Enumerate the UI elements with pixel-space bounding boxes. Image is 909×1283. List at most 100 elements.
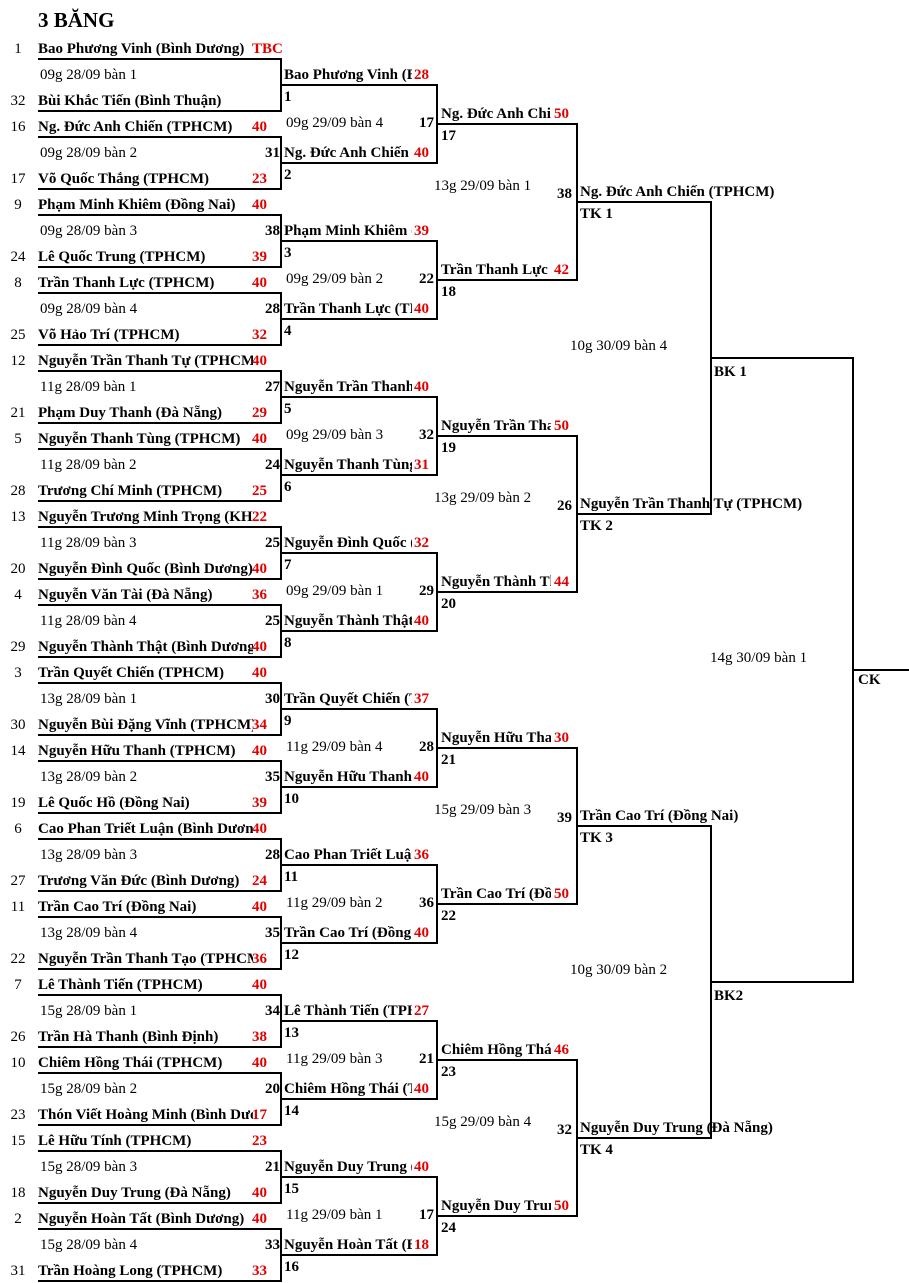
match-number: 36 — [419, 895, 434, 911]
page-title: 3 BĂNG — [38, 8, 115, 32]
player-name: Nguyễn Duy Trung (Đà Nẵng) — [580, 1120, 773, 1136]
bracket-line — [436, 1176, 438, 1256]
bracket-line — [280, 136, 282, 190]
player-score: 40 — [252, 1055, 267, 1071]
match-schedule: 09g 28/09 bàn 1 — [40, 67, 138, 83]
match-label: 3 — [284, 245, 292, 261]
match-label: 9 — [284, 713, 292, 729]
player-name: Nguyễn Duy Trung (Đà Nẵng) — [38, 1185, 231, 1201]
bracket-line — [38, 994, 282, 996]
player-name: Nguyễn Hoàn Tất (Bình Dương) — [284, 1237, 412, 1253]
match-schedule: 11g 28/09 bàn 4 — [40, 613, 137, 629]
bracket-line — [852, 669, 909, 671]
player-score: 40 — [252, 899, 267, 915]
player-score: 29 — [252, 405, 267, 421]
bracket-line — [436, 864, 438, 944]
match-label: 16 — [284, 1259, 299, 1275]
match-label: 12 — [284, 947, 299, 963]
seed-number: 6 — [14, 821, 22, 837]
player-score: 32 — [252, 327, 267, 343]
seed-number: 18 — [10, 1185, 26, 1201]
bracket-line — [438, 435, 578, 437]
bracket-line — [438, 1215, 578, 1217]
player-score: 40 — [414, 613, 429, 629]
match-label: BK 1 — [714, 364, 747, 380]
match-schedule: 15g 29/09 bàn 4 — [434, 1114, 532, 1130]
player-name: Ng. Đức Anh Chiến (TPHCM) — [441, 106, 551, 122]
seed-number: 24 — [10, 249, 26, 265]
seed-number: 21 — [10, 405, 26, 421]
bracket-line — [282, 1254, 438, 1256]
match-number: 28 — [265, 847, 280, 863]
bracket-line — [38, 136, 282, 138]
player-score: 40 — [252, 197, 267, 213]
bracket-line — [282, 708, 438, 710]
bracket-line — [710, 357, 854, 359]
bracket-line — [38, 838, 282, 840]
bracket-line — [38, 1150, 282, 1152]
player-score: 37 — [414, 691, 429, 707]
player-name: Nguyễn Trần Thanh Tự (TPHCM) — [38, 353, 253, 369]
player-name: Trần Cao Trí (Đồng Nai) — [38, 899, 197, 915]
seed-number: 13 — [10, 509, 26, 525]
bracket-line — [578, 825, 712, 827]
match-schedule: 15g 28/09 bàn 3 — [40, 1159, 138, 1175]
seed-number: 7 — [14, 977, 22, 993]
player-score: 38 — [252, 1029, 267, 1045]
bracket-line — [578, 201, 712, 203]
bracket-line — [282, 396, 438, 398]
player-name: Nguyễn Trần Thanh Tự (TPHCM) — [580, 496, 803, 512]
bracket-line — [578, 1137, 712, 1139]
match-label: 18 — [441, 284, 456, 300]
match-number: 17 — [419, 115, 434, 131]
player-name: Nguyễn Văn Tài (Đà Nẵng) — [38, 587, 213, 603]
bracket-line — [280, 214, 282, 268]
match-number: 34 — [265, 1003, 280, 1019]
player-score: 40 — [414, 301, 429, 317]
seed-number: 12 — [10, 353, 26, 369]
player-score: 27 — [414, 1003, 429, 1019]
match-schedule: 11g 28/09 bàn 3 — [40, 535, 137, 551]
match-number: 28 — [419, 739, 434, 755]
player-name: Nguyễn Trần Thanh Tự (TPHCM) — [441, 418, 551, 434]
bracket-line — [282, 864, 438, 866]
player-name: Chiêm Hồng Thái (TPHCM) — [441, 1042, 551, 1058]
player-score: 23 — [252, 1133, 267, 1149]
seed-number: 16 — [10, 119, 26, 135]
seed-number: 29 — [10, 639, 26, 655]
seed-number: 4 — [14, 587, 22, 603]
match-schedule: 10g 30/09 bàn 4 — [570, 338, 668, 354]
player-name: Nguyễn Thành Thật (Bình Dương) — [441, 574, 551, 590]
player-name: Chiêm Hồng Thái (TPHCM) — [38, 1055, 223, 1071]
player-score: 40 — [252, 561, 267, 577]
seed-number: 28 — [10, 483, 26, 499]
player-name: Nguyễn Bùi Đặng Vĩnh (TPHCM) — [38, 717, 253, 733]
player-score: 50 — [554, 886, 569, 902]
bracket-line — [280, 916, 282, 970]
bracket-line — [38, 734, 282, 736]
match-label: 13 — [284, 1025, 299, 1041]
match-number: 21 — [419, 1051, 434, 1067]
bracket-line — [38, 760, 282, 762]
match-label: 10 — [284, 791, 299, 807]
match-schedule: 15g 29/09 bàn 3 — [434, 802, 532, 818]
player-name: Trương Chí Minh (TPHCM) — [38, 483, 223, 499]
match-number: 28 — [265, 301, 280, 317]
bracket-line — [438, 903, 578, 905]
match-label: 22 — [441, 908, 456, 924]
match-number: 20 — [265, 1081, 280, 1097]
player-name: Võ Hảo Trí (TPHCM) — [38, 327, 180, 343]
seed-number: 1 — [14, 41, 22, 57]
seed-number: 22 — [10, 951, 26, 967]
bracket-line — [282, 162, 438, 164]
match-label: 5 — [284, 401, 292, 417]
bracket-line — [576, 1059, 578, 1217]
bracket-line — [38, 188, 282, 190]
player-score: 30 — [554, 730, 569, 746]
bracket-line — [576, 123, 578, 281]
player-name: Nguyễn Thanh Tùng (TPHCM) — [284, 457, 412, 473]
match-label: 8 — [284, 635, 292, 651]
bracket-line — [280, 526, 282, 580]
player-name: Nguyễn Hoàn Tất (Bình Dương) — [38, 1211, 245, 1227]
bracket-line — [438, 1059, 578, 1061]
